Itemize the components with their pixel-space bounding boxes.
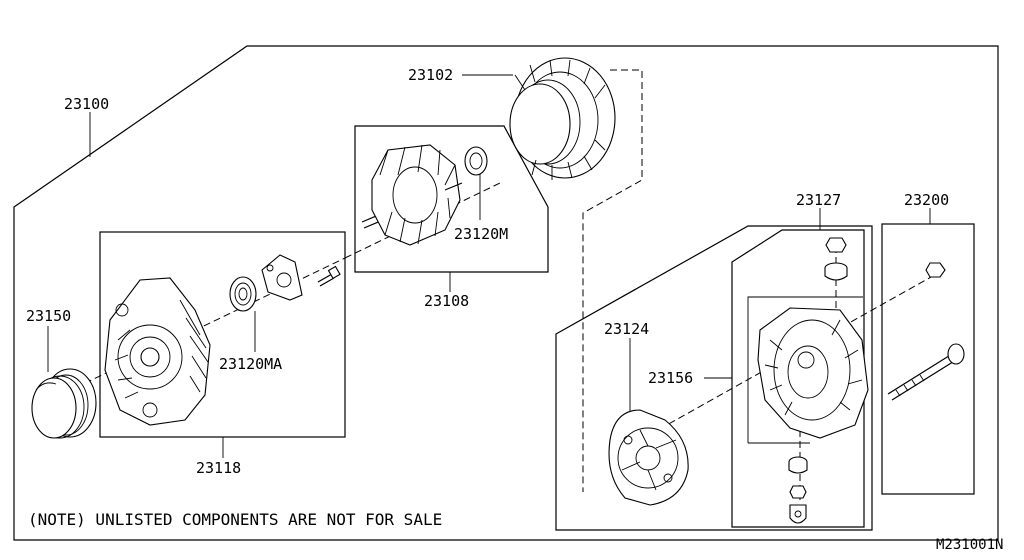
pulley-part — [31, 368, 97, 439]
terminal-lug-part — [789, 485, 807, 524]
terminal-insulator-part — [788, 456, 808, 474]
label-23124: 23124 — [604, 320, 649, 338]
center-line-rotor — [344, 182, 501, 259]
front-cover-group-box — [99, 231, 346, 438]
leader-lines — [47, 74, 931, 458]
front-cover-part — [104, 277, 211, 426]
diagram-code: M231001N — [936, 537, 1003, 553]
label-23102: 23102 — [408, 66, 453, 84]
front-bearing-part — [229, 276, 257, 312]
retainer-plate-part — [261, 254, 303, 301]
rear-bearing-part — [464, 146, 488, 176]
rotor-group-box — [354, 125, 549, 273]
label-23108: 23108 — [424, 292, 469, 310]
note-text: (NOTE) UNLISTED COMPONENTS ARE NOT FOR S… — [28, 510, 442, 529]
assembly-outline — [13, 45, 999, 541]
through-bolt-part — [887, 262, 965, 401]
screw-part — [317, 265, 341, 287]
label-23156: 23156 — [648, 369, 693, 387]
label-23118: 23118 — [196, 459, 241, 477]
label-23100: 23100 — [64, 95, 109, 113]
terminal-nut-part — [824, 237, 848, 281]
label-23127: 23127 — [796, 191, 841, 209]
stator-part — [509, 57, 616, 180]
label-23120m: 23120M — [454, 225, 508, 243]
rotor-part — [361, 144, 463, 246]
center-line-stator — [582, 69, 643, 492]
rear-sub-box-top — [747, 296, 863, 443]
regulator-part — [608, 409, 689, 506]
label-23150: 23150 — [26, 307, 71, 325]
bolt-group-box — [881, 223, 975, 495]
rear-group-outline — [555, 225, 873, 531]
rear-cover-part — [757, 307, 869, 439]
label-23120ma: 23120MA — [219, 355, 282, 373]
label-23200: 23200 — [904, 191, 949, 209]
